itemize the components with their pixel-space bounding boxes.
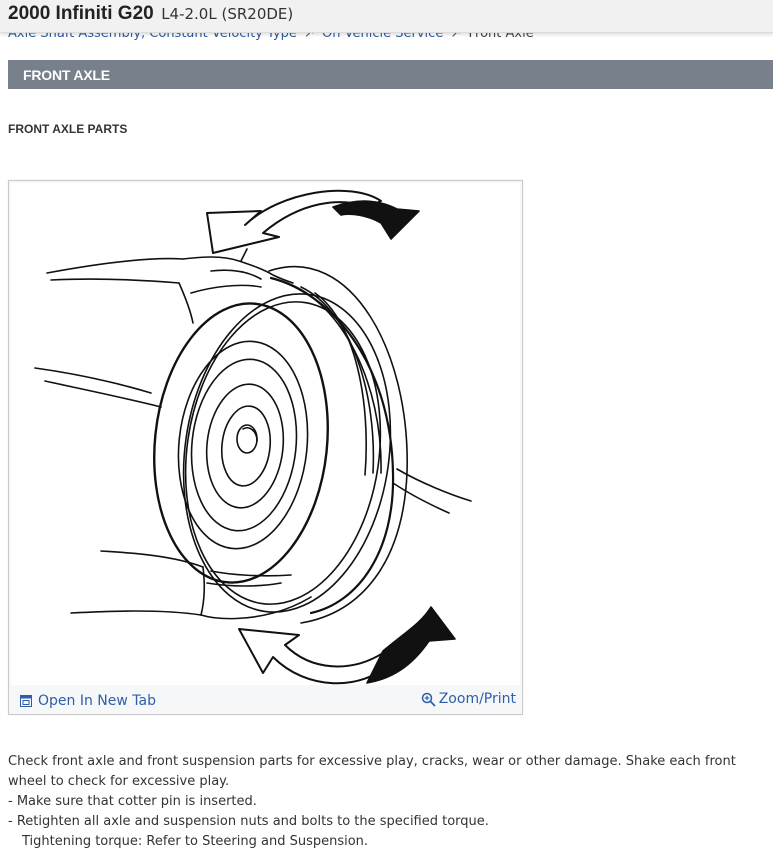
vehicle-title: 2000 Infiniti G20: [8, 3, 154, 24]
instructions-step: - Retighten all axle and suspension nuts…: [8, 814, 489, 829]
section-header: FRONT AXLE: [8, 60, 773, 89]
open-new-tab-icon: [20, 695, 32, 707]
engine-label: L4-2.0L (SR20DE): [161, 5, 294, 23]
instructions-step: - Make sure that cotter pin is inserted.: [8, 794, 257, 809]
vehicle-header: 2000 Infiniti G20 L4-2.0L (SR20DE): [0, 0, 773, 33]
zoom-print-label: Zoom/Print: [438, 691, 516, 707]
instructions-intro: Check front axle and front suspension pa…: [8, 754, 736, 789]
open-in-new-tab-label: Open In New Tab: [38, 693, 156, 709]
zoom-print-button[interactable]: Zoom/Print: [421, 691, 516, 707]
breadcrumb-separator-icon: ↗: [304, 26, 315, 41]
open-in-new-tab-button[interactable]: Open In New Tab: [20, 693, 156, 709]
instructions-torque: Tightening torque: Refer to Steering and…: [22, 834, 369, 849]
instructions-text: Check front axle and front suspension pa…: [8, 752, 770, 852]
zoom-icon: [421, 692, 436, 707]
front-wheel-illustration[interactable]: [11, 183, 520, 685]
breadcrumb-separator-icon: ↗: [450, 26, 462, 41]
figure-container: Open In New Tab Zoom/Print: [8, 180, 523, 715]
subsection-title: FRONT AXLE PARTS: [8, 122, 128, 136]
figure-toolbar: Open In New Tab Zoom/Print: [9, 686, 522, 714]
